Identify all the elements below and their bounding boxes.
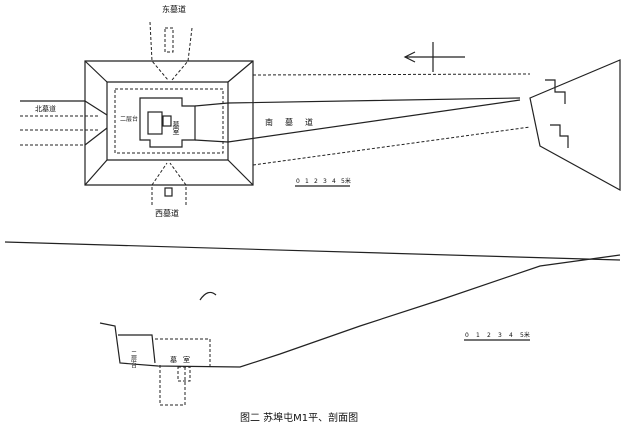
chamber-outline — [139, 97, 196, 148]
section-chamber-label: 墓室 — [170, 355, 196, 364]
figure-caption: 图二 苏埠屯M1平、剖面图 — [240, 411, 358, 424]
svg-text:5米: 5米 — [520, 331, 530, 339]
plan-view: 东墓道 西墓道 北墓道 南墓道 二层台 墓室 0 1 2 3 4 5米 — [20, 4, 621, 218]
svg-text:0: 0 — [465, 332, 469, 339]
ramp-end-outline — [529, 59, 621, 192]
svg-text:5米: 5米 — [341, 177, 351, 185]
ledge-label: 二层台 — [120, 115, 138, 123]
south-ramp-label: 南墓道 — [265, 117, 325, 127]
svg-text:0: 0 — [296, 178, 300, 185]
svg-text:2: 2 — [314, 178, 318, 185]
svg-text:3: 3 — [498, 332, 502, 339]
svg-text:2: 2 — [487, 332, 491, 339]
svg-text:4: 4 — [509, 332, 513, 339]
west-ramp-label: 西墓道 — [155, 208, 179, 218]
plan-scale-bar: 0 1 2 3 4 5米 — [295, 177, 351, 187]
section-ledge-label: 二层台 — [130, 350, 137, 369]
east-ramp-label: 东墓道 — [162, 4, 186, 14]
svg-text:1: 1 — [305, 178, 309, 185]
svg-text:3: 3 — [323, 178, 327, 185]
section-view: 二层台 墓室 0 1 2 3 4 5米 — [4, 241, 621, 406]
section-scale-bar: 0 1 2 3 4 5米 — [464, 331, 530, 341]
svg-text:4: 4 — [332, 178, 336, 185]
chamber-label: 墓室 — [172, 120, 180, 135]
north-ramp-label: 北墓道 — [35, 104, 56, 113]
svg-text:1: 1 — [476, 332, 480, 339]
